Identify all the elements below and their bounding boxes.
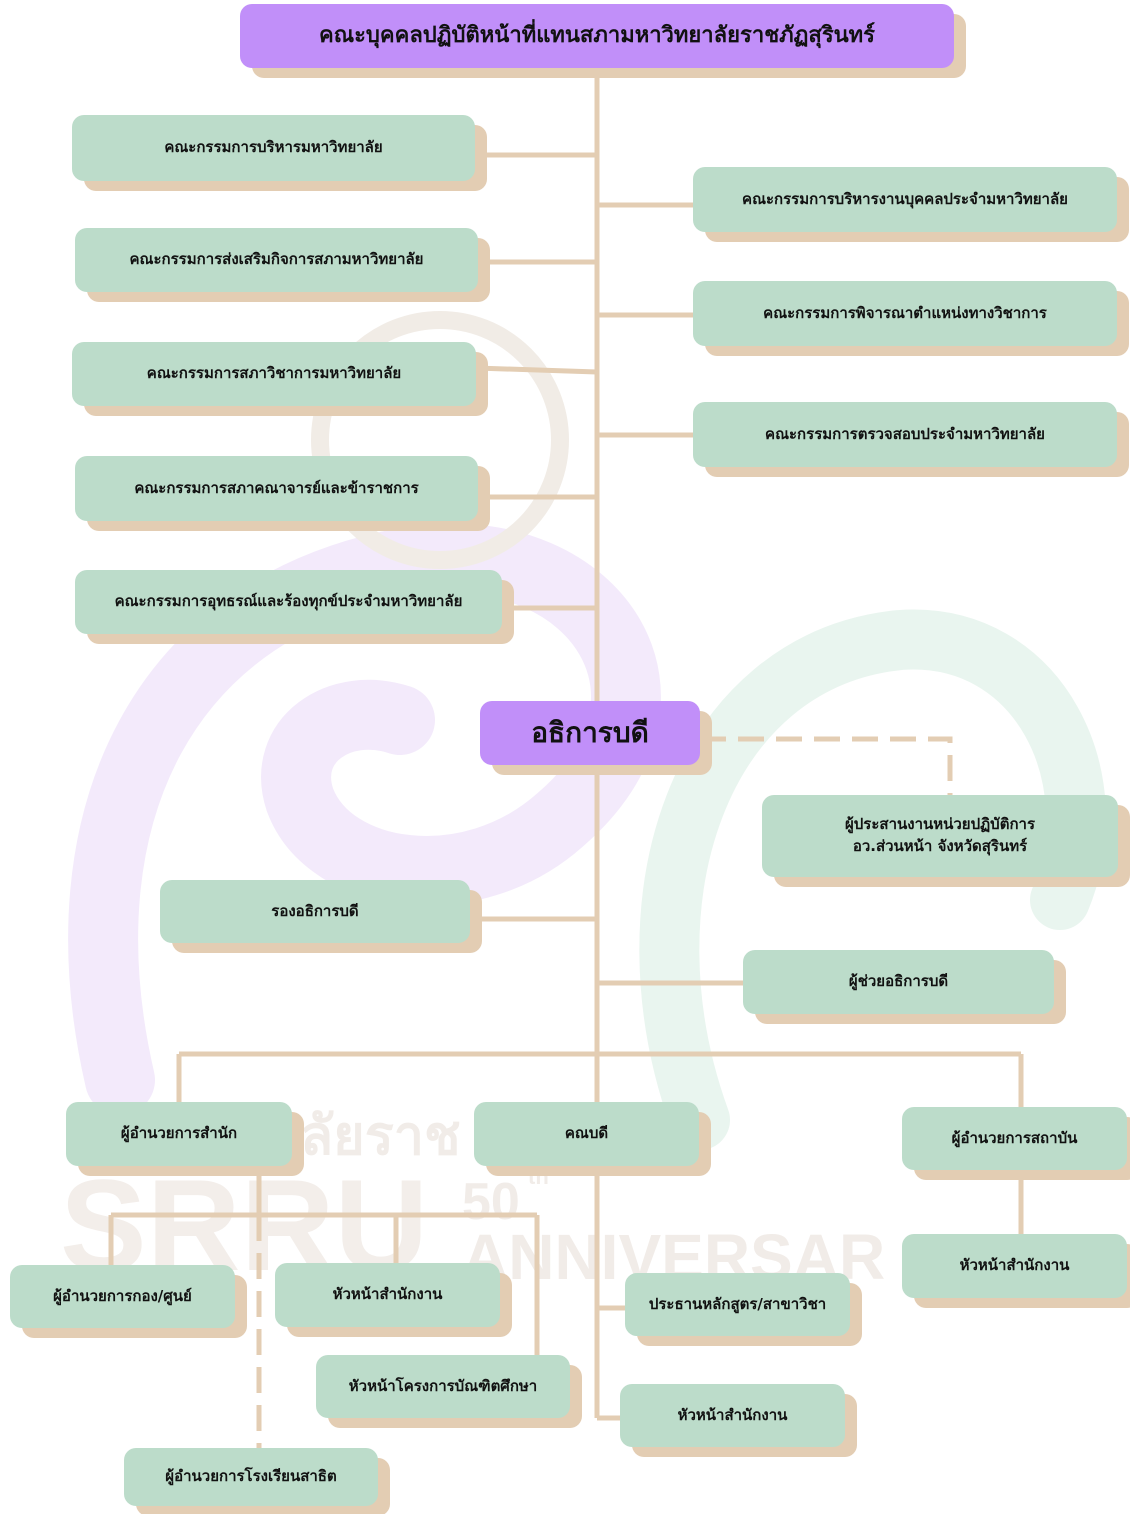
committee-left-5[interactable]: คณะกรรมการอุทธรณ์และร้องทุกข์ประจำมหาวิท… (75, 570, 502, 634)
committee-label: คณะกรรมการสภาคณาจารย์และข้าราชการ (134, 478, 419, 497)
committee-right-3[interactable]: คณะกรรมการตรวจสอบประจำมหาวิทยาลัย (693, 402, 1117, 467)
institute-director-label: ผู้อำนวยการสถาบัน (951, 1128, 1078, 1147)
committee-left-3[interactable]: คณะกรรมการสภาวิชาการมหาวิทยาลัย (72, 342, 476, 406)
division-director-box[interactable]: ผู้อำนวยการกอง/ศูนย์ (10, 1265, 235, 1328)
committee-label: คณะกรรมการอุทธรณ์และร้องทุกข์ประจำมหาวิท… (114, 592, 463, 611)
committee-label: คณะกรรมการบริหารงานบุคคลประจำมหาวิทยาลัย (742, 189, 1068, 208)
committee-label: คณะกรรมการส่งเสริมกิจการสภามหาวิทยาลัย (129, 250, 424, 269)
committee-label: คณะกรรมการบริหารมหาวิทยาลัย (164, 138, 383, 157)
program-chair-box[interactable]: ประธานหลักสูตร/สาขาวิชา (625, 1273, 850, 1336)
graduate-head-label: หัวหน้าโครงการบัณฑิตศึกษา (348, 1376, 538, 1395)
office-head-label: หัวหน้าสำนักงาน (332, 1285, 443, 1304)
committee-label: คณะกรรมการสภาวิชาการมหาวิทยาลัย (146, 364, 402, 383)
vice-president-label: รองอธิการบดี (271, 901, 359, 920)
office-head-box-3[interactable]: หัวหน้าสำนักงาน (902, 1234, 1127, 1298)
dean-label: คณบดี (564, 1124, 609, 1143)
coordinator-label: ผู้ประสานงานหน่วยปฏิบัติการ อว.ส่วนหน้า … (844, 815, 1036, 855)
institute-director-box[interactable]: ผู้อำนวยการสถาบัน (902, 1107, 1127, 1170)
assistant-president-label: ผู้ช่วยอธิการบดี (848, 972, 949, 991)
program-chair-label: ประธานหลักสูตร/สาขาวิชา (648, 1294, 827, 1313)
dean-box[interactable]: คณบดี (474, 1102, 699, 1166)
graduate-head-box[interactable]: หัวหน้าโครงการบัณฑิตศึกษา (316, 1355, 570, 1418)
title-label: คณะบุคคลปฏิบัติหน้าที่แทนสภามหาวิทยาลัยร… (318, 23, 875, 49)
committee-right-1[interactable]: คณะกรรมการบริหารงานบุคคลประจำมหาวิทยาลัย (693, 167, 1117, 232)
division-director-label: ผู้อำนวยการกอง/ศูนย์ (53, 1286, 192, 1305)
demo-school-director-label: ผู้อำนวยการโรงเรียนสาธิต (165, 1467, 337, 1486)
office-head-box-1[interactable]: หัวหน้าสำนักงาน (275, 1263, 500, 1327)
office-head-box-2[interactable]: หัวหน้าสำนักงาน (620, 1384, 845, 1447)
committee-label: คณะกรรมการพิจารณาตำแหน่งทางวิชาการ (763, 303, 1047, 322)
watermark-text-th: th (528, 1164, 549, 1189)
coordinator-box[interactable]: ผู้ประสานงานหน่วยปฏิบัติการ อว.ส่วนหน้า … (762, 795, 1118, 877)
office-head-label: หัวหน้าสำนักงาน (959, 1256, 1070, 1275)
committee-left-4[interactable]: คณะกรรมการสภาคณาจารย์และข้าราชการ (75, 456, 478, 521)
committee-left-2[interactable]: คณะกรรมการส่งเสริมกิจการสภามหาวิทยาลัย (75, 228, 478, 292)
dashed-connector-coordinator (700, 736, 953, 795)
committee-label: คณะกรรมการตรวจสอบประจำมหาวิทยาลัย (765, 424, 1045, 443)
demo-school-director-box[interactable]: ผู้อำนวยการโรงเรียนสาธิต (124, 1448, 378, 1506)
committee-left-1[interactable]: คณะกรรมการบริหารมหาวิทยาลัย (72, 115, 475, 181)
president-label: อธิการบดี (531, 715, 649, 749)
university-council-title: คณะบุคคลปฏิบัติหน้าที่แทนสภามหาวิทยาลัยร… (240, 4, 954, 68)
watermark-text-thai: ลัยราช (300, 1106, 461, 1166)
emblem-watermark (311, 311, 569, 569)
office-director-box[interactable]: ผู้อำนวยการสำนัก (66, 1102, 292, 1166)
committee-right-2[interactable]: คณะกรรมการพิจารณาตำแหน่งทางวิชาการ (693, 281, 1117, 346)
vice-president-box[interactable]: รองอธิการบดี (160, 880, 470, 943)
connector-left-3 (475, 365, 598, 375)
president-box[interactable]: อธิการบดี (480, 701, 700, 765)
watermark-text-50: 50 (462, 1173, 520, 1231)
office-head-label: หัวหน้าสำนักงาน (677, 1405, 788, 1424)
assistant-president-box[interactable]: ผู้ช่วยอธิการบดี (743, 950, 1054, 1014)
office-director-label: ผู้อำนวยการสำนัก (120, 1124, 238, 1143)
